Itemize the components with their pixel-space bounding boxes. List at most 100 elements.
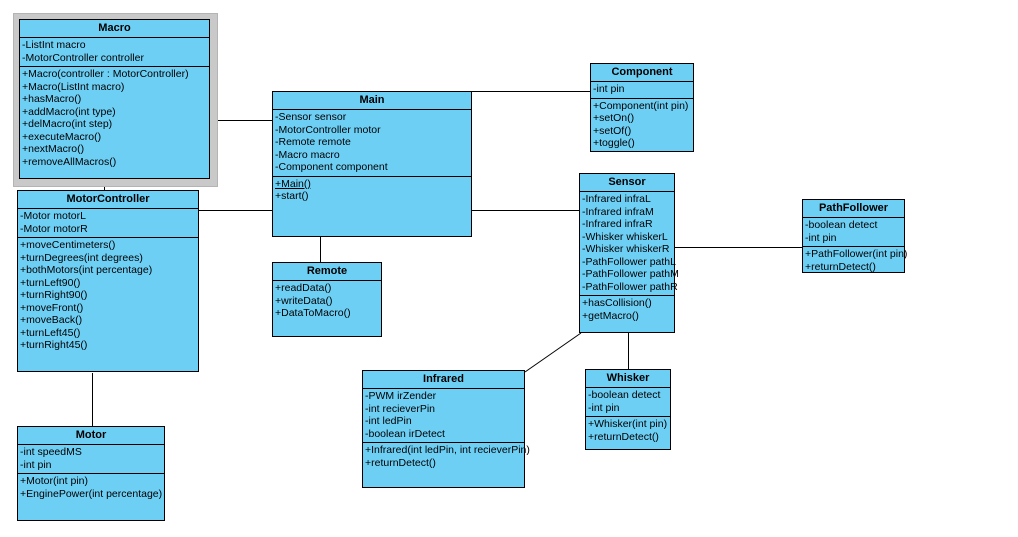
class-title-infrared: Infrared (363, 371, 524, 389)
class-attributes-component: -int pin (591, 82, 693, 99)
class-attributes-pathfollower: -boolean detect -int pin (803, 218, 904, 247)
attribute-row: -Whisker whiskerR (582, 243, 670, 255)
class-box-remote[interactable]: Remote +readData() +writeData() +DataToM… (272, 262, 382, 337)
method-row: +Motor(int pin) (20, 475, 88, 487)
attribute-row: -int speedMS (20, 446, 82, 458)
attribute-row: -int pin (20, 458, 52, 471)
class-box-sensor[interactable]: Sensor -Infrared infraL -Infrared infraM… (579, 173, 679, 333)
attribute-row: -Infrared infraL (582, 193, 651, 205)
class-attributes-macro: -ListInt macro -MotorController controll… (20, 38, 209, 67)
attribute-row: -ListInt macro (22, 39, 86, 51)
class-box-macro[interactable]: Macro -ListInt macro -MotorController co… (19, 19, 210, 179)
attribute-row: -Sensor sensor (275, 111, 347, 123)
method-row: +turnDegrees(int degrees) (20, 251, 143, 264)
association-macro-main (196, 120, 274, 121)
method-row: +Whisker(int pin) (588, 418, 668, 430)
class-title-sensor: Sensor (580, 174, 674, 192)
attribute-row: -Infrared infraR (582, 218, 653, 230)
class-title-component: Component (591, 64, 693, 82)
method-row: +DataToMacro() (275, 307, 351, 319)
attribute-row: -PathFollower pathM (582, 268, 679, 280)
association-motorcontroller-motor (92, 373, 93, 426)
method-row: +readData() (275, 282, 332, 294)
class-title-remote: Remote (273, 263, 381, 281)
class-methods-macro: +Macro(controller : MotorController) +Ma… (20, 67, 209, 178)
method-row: +Infrared(int ledPin, int recieverPin) (365, 444, 530, 456)
association-sensor-pathfollower (675, 247, 802, 248)
method-row: +start() (275, 190, 309, 202)
method-row: +moveCentimeters() (20, 239, 116, 251)
method-row: +moveBack() (20, 314, 83, 326)
method-row: +hasMacro() (22, 93, 82, 105)
method-row: +executeMacro() (22, 130, 102, 143)
attribute-row: -Motor motorL (20, 210, 86, 222)
class-methods-pathfollower: +PathFollower(int pin) +returnDetect() (803, 247, 908, 275)
attribute-row: -Component component (275, 161, 388, 173)
association-sensor-whisker (628, 333, 629, 369)
class-methods-sensor: +hasCollision() +getMacro() (580, 296, 674, 332)
method-row: +EnginePower(int percentage) (20, 487, 163, 500)
class-box-motorcontroller[interactable]: MotorController -Motor motorL -Motor mot… (17, 190, 199, 372)
class-attributes-sensor: -Infrared infraL -Infrared infraM -Infra… (580, 192, 679, 296)
class-title-main: Main (273, 92, 471, 110)
class-box-motor[interactable]: Motor -int speedMS -int pin +Motor(int p… (17, 426, 165, 521)
association-main-sensor (471, 210, 579, 211)
attribute-row: -int pin (805, 231, 837, 244)
class-title-motorcontroller: MotorController (18, 191, 198, 209)
attribute-row: -int pin (593, 83, 625, 95)
association-motorcontroller-main (199, 210, 274, 211)
method-row: +turnRight45() (20, 339, 88, 351)
method-row: +returnDetect() (805, 260, 876, 273)
class-attributes-motorcontroller: -Motor motorL -Motor motorR (18, 209, 198, 238)
method-row: +toggle() (593, 137, 635, 149)
method-row: +bothMotors(int percentage) (20, 264, 153, 276)
method-row: +turnRight90() (20, 289, 88, 301)
class-methods-infrared: +Infrared(int ledPin, int recieverPin) +… (363, 443, 530, 487)
class-title-whisker: Whisker (586, 370, 670, 388)
attribute-row: -boolean detect (588, 389, 661, 401)
attribute-row: -Whisker whiskerL (582, 230, 668, 243)
method-row: +writeData() (275, 294, 333, 307)
method-row: +PathFollower(int pin) (805, 248, 908, 260)
attribute-row: -MotorController motor (275, 123, 381, 136)
association-main-remote (320, 237, 321, 262)
class-methods-remote: +readData() +writeData() +DataToMacro() (273, 281, 381, 336)
class-title-motor: Motor (18, 427, 164, 445)
association-main-component (471, 91, 590, 92)
method-row: +nextMacro() (22, 143, 85, 155)
method-row: +turnLeft45() (20, 326, 81, 339)
method-row: +removeAllMacros() (22, 155, 117, 168)
attribute-row: -int recieverPin (365, 402, 436, 415)
class-attributes-infrared: -PWM irZender -int recieverPin -int ledP… (363, 389, 524, 443)
method-row: +setOn() (593, 112, 635, 124)
method-row: +Macro(ListInt macro) (22, 80, 125, 93)
attribute-row: -PathFollower pathR (582, 280, 678, 293)
class-title-macro: Macro (20, 20, 209, 38)
attribute-row: -boolean detect (805, 219, 878, 231)
method-row-static: +Main() (275, 177, 311, 190)
attribute-row: -PathFollower pathL (582, 255, 676, 268)
method-row: +setOf() (593, 124, 632, 137)
class-methods-motorcontroller: +moveCentimeters() +turnDegrees(int degr… (18, 238, 198, 371)
attribute-row: -Macro macro (275, 148, 340, 161)
method-row: +returnDetect() (588, 430, 659, 443)
method-row: +turnLeft90() (20, 276, 81, 289)
class-box-main[interactable]: Main -Sensor sensor -MotorController mot… (272, 91, 472, 237)
method-row: +addMacro(int type) (22, 105, 116, 118)
attribute-row: -Remote remote (275, 136, 351, 148)
attribute-row: -int ledPin (365, 415, 412, 427)
class-attributes-motor: -int speedMS -int pin (18, 445, 164, 474)
class-box-infrared[interactable]: Infrared -PWM irZender -int recieverPin … (362, 370, 530, 488)
attribute-row: -int pin (588, 401, 620, 414)
class-title-pathfollower: PathFollower (803, 200, 904, 218)
class-box-whisker[interactable]: Whisker -boolean detect -int pin +Whiske… (585, 369, 671, 450)
class-box-pathfollower[interactable]: PathFollower -boolean detect -int pin +P… (802, 199, 908, 275)
attribute-row: -PWM irZender (365, 390, 437, 402)
attribute-row: -MotorController controller (22, 51, 144, 64)
attribute-row: -boolean irDetect (365, 427, 445, 440)
method-row: +getMacro() (582, 309, 639, 322)
method-row: +returnDetect() (365, 456, 436, 469)
class-box-component[interactable]: Component -int pin +Component(int pin) +… (590, 63, 694, 152)
